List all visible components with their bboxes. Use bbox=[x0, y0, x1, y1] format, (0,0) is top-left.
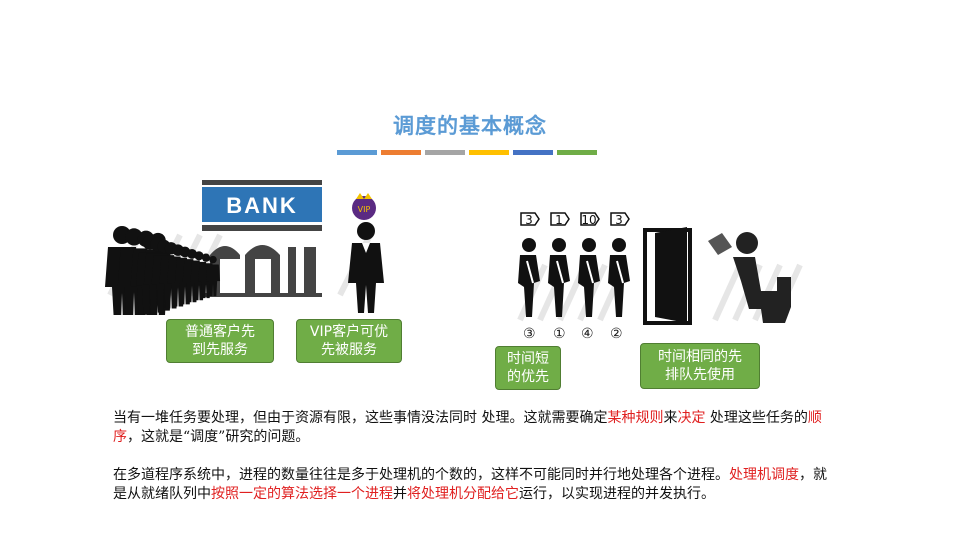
bank-building-icon: BANK bbox=[202, 180, 322, 297]
paragraph-scheduling-intro: 当有一堆任务要处理，但由于资源有限，这些事情没法同时 处理。这就需要确定某种规则… bbox=[113, 409, 833, 447]
callout-normal-customers: 普通客户先 到先服务 bbox=[166, 319, 274, 363]
customer-figure bbox=[205, 255, 221, 297]
body-text: 当有一堆任务要处理，但由于资源有限，这些事情没法同时 处理。这就需要确定 bbox=[113, 410, 608, 426]
stripe-4 bbox=[469, 150, 509, 155]
stripe-3 bbox=[425, 150, 465, 155]
process-figure-1: 3 bbox=[518, 212, 540, 317]
svg-text:3: 3 bbox=[525, 213, 533, 227]
body-text: ，这就是“调度”研究的问题。 bbox=[127, 429, 310, 445]
emphasis-text: 按照一定的算法选择一个进程 bbox=[211, 486, 393, 502]
body-text: 在多道程序系统中，进程的数量往往是多于处理机的个数的，这样不可能同时并行地处理各… bbox=[113, 467, 729, 483]
emphasis-text: 某种规则 bbox=[607, 410, 664, 426]
body-text: 并 bbox=[393, 486, 407, 502]
process-queue-illustration: 3 1 10 3 bbox=[517, 212, 803, 325]
svg-text:10: 10 bbox=[581, 213, 596, 227]
order-label-3: ④ bbox=[581, 326, 594, 342]
callout-short-text: 时间短 的优先 bbox=[507, 351, 549, 385]
callout-fifo: 时间相同的先 排队先使用 bbox=[640, 343, 760, 389]
bank-sign-text: BANK bbox=[226, 193, 298, 218]
emphasis-text: 决定 bbox=[677, 410, 706, 426]
stripe-1 bbox=[337, 150, 377, 155]
callout-vip-text: VIP客户可优 先被服务 bbox=[309, 324, 389, 358]
page-title: 调度的基本概念 bbox=[393, 114, 547, 138]
order-label-2: ① bbox=[553, 326, 566, 342]
order-label-4: ② bbox=[610, 326, 623, 342]
emphasis-text: 顺序 bbox=[113, 410, 822, 445]
stripe-2 bbox=[381, 150, 421, 155]
body-text: 来 bbox=[663, 410, 678, 426]
stripe-6 bbox=[557, 150, 597, 155]
stripe-5 bbox=[513, 150, 553, 155]
svg-text:1: 1 bbox=[555, 213, 563, 227]
order-label-1: ③ bbox=[523, 326, 536, 342]
svg-text:3: 3 bbox=[615, 213, 623, 227]
toilet-person-icon bbox=[708, 232, 791, 323]
process-figure-4: 3 bbox=[608, 212, 630, 317]
waiting-customers-icon bbox=[105, 226, 221, 315]
paragraph-processor-scheduling: 在多道程序系统中，进程的数量往往是多于处理机的个数的，这样不可能同时并行地处理各… bbox=[113, 466, 833, 504]
bank-queue-illustration: BANK VIP bbox=[105, 180, 384, 315]
process-figure-3: 10 bbox=[578, 212, 600, 317]
vip-person-icon: VIP bbox=[348, 193, 384, 313]
body-text: 处理这些任务的 bbox=[705, 410, 808, 426]
emphasis-text: 处理机调度 bbox=[729, 467, 799, 483]
emphasis-text: 将处理机分配给它 bbox=[407, 486, 519, 502]
body-text: ，就是从就绪队列中 bbox=[113, 467, 827, 502]
body-text: 运行，以实现进程的并发执行。 bbox=[519, 486, 715, 502]
door-icon bbox=[643, 227, 692, 325]
callout-fifo-text: 时间相同的先 排队先使用 bbox=[658, 349, 742, 383]
callout-shortest-first: 时间短 的优先 bbox=[495, 346, 561, 390]
process-figure-2: 1 bbox=[548, 212, 570, 317]
callout-normal-text: 普通客户先 到先服务 bbox=[185, 324, 255, 358]
color-stripe-divider bbox=[337, 150, 597, 155]
svg-text:VIP: VIP bbox=[358, 205, 371, 214]
callout-vip-customers: VIP客户可优 先被服务 bbox=[296, 319, 402, 363]
